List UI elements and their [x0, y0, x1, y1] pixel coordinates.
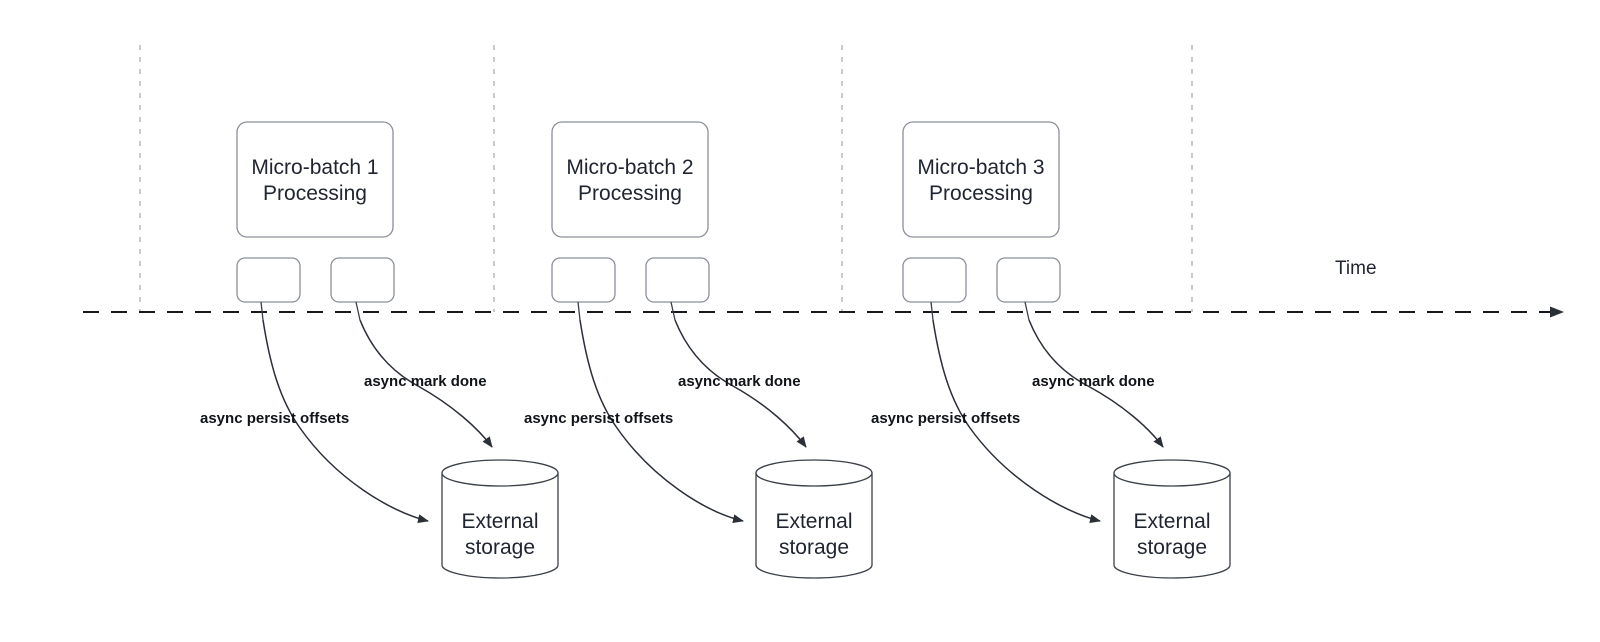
micro-batch-1-rect[interactable] — [236, 121, 394, 238]
edge-mark-done-1 — [359, 319, 493, 448]
task-box-3b[interactable] — [996, 257, 1061, 303]
external-storage-1[interactable]: External storage — [441, 459, 559, 579]
time-axis-label: Time — [1335, 258, 1377, 279]
task-box-3a[interactable] — [902, 257, 967, 303]
external-storage-1-top — [441, 459, 559, 487]
edge-label-mark-done-1: async mark done — [364, 373, 487, 390]
edge-persist-offsets-2 — [579, 319, 744, 524]
micro-batch-3-box[interactable]: Micro-batch 3 Processing — [902, 121, 1060, 238]
micro-batch-2-label-line1: Micro-batch 2 — [566, 156, 693, 179]
task-stem-2a — [577, 301, 581, 321]
external-storage-3-label-line2: storage — [1137, 536, 1207, 559]
external-storage-1-body[interactable] — [441, 472, 559, 579]
micro-batch-2-label-line2: Processing — [578, 182, 682, 205]
edge-persist-offsets-1 — [262, 319, 429, 524]
external-storage-1-label-line2: storage — [465, 536, 535, 559]
edge-mark-done-2 — [674, 319, 807, 448]
micro-batch-3-rect[interactable] — [902, 121, 1060, 238]
task-stem-3a — [930, 301, 934, 321]
task-box-2a[interactable] — [551, 257, 616, 303]
task-box-2b[interactable] — [645, 257, 710, 303]
edge-label-mark-done-3: async mark done — [1032, 373, 1155, 390]
external-storage-1-label-line1: External — [461, 510, 538, 533]
external-storage-2-label-line2: storage — [779, 536, 849, 559]
edge-label-persist-offsets-3: async persist offsets — [871, 410, 1020, 427]
batch-column-2: Micro-batch 2 Processing async persist o… — [524, 121, 873, 579]
edge-label-persist-offsets-2: async persist offsets — [524, 410, 673, 427]
external-storage-3-top — [1113, 459, 1231, 487]
edge-label-persist-offsets-1: async persist offsets — [200, 410, 349, 427]
edge-persist-offsets-3 — [932, 319, 1101, 524]
external-storage-3-label-line1: External — [1133, 510, 1210, 533]
micro-batch-2-box[interactable]: Micro-batch 2 Processing — [551, 121, 709, 238]
edge-label-mark-done-2: async mark done — [678, 373, 801, 390]
external-storage-3-body[interactable] — [1113, 472, 1231, 579]
micro-batch-1-box[interactable]: Micro-batch 1 Processing — [236, 121, 394, 238]
task-stem-2b — [670, 301, 676, 321]
external-storage-2-body[interactable] — [755, 472, 873, 579]
micro-batch-1-label-line2: Processing — [263, 182, 367, 205]
guide-lines — [139, 45, 1193, 312]
micro-batch-3-label-line2: Processing — [929, 182, 1033, 205]
micro-batch-2-rect[interactable] — [551, 121, 709, 238]
micro-batch-3-label-line1: Micro-batch 3 — [917, 156, 1044, 179]
micro-batch-1-label-line1: Micro-batch 1 — [251, 156, 378, 179]
external-storage-2-label-line1: External — [775, 510, 852, 533]
time-axis: Time — [83, 258, 1564, 318]
external-storage-2[interactable]: External storage — [755, 459, 873, 579]
task-box-1b[interactable] — [330, 257, 395, 303]
task-box-1a[interactable] — [236, 257, 301, 303]
external-storage-2-top — [755, 459, 873, 487]
batch-column-1: Micro-batch 1 Processing async persist o… — [200, 121, 559, 579]
external-storage-3[interactable]: External storage — [1113, 459, 1231, 579]
task-stem-3b — [1024, 301, 1030, 321]
batch-column-3: Micro-batch 3 Processing async persist o… — [871, 121, 1231, 579]
task-stem-1b — [355, 301, 361, 321]
edge-mark-done-3 — [1028, 319, 1164, 448]
task-stem-1a — [260, 301, 264, 321]
